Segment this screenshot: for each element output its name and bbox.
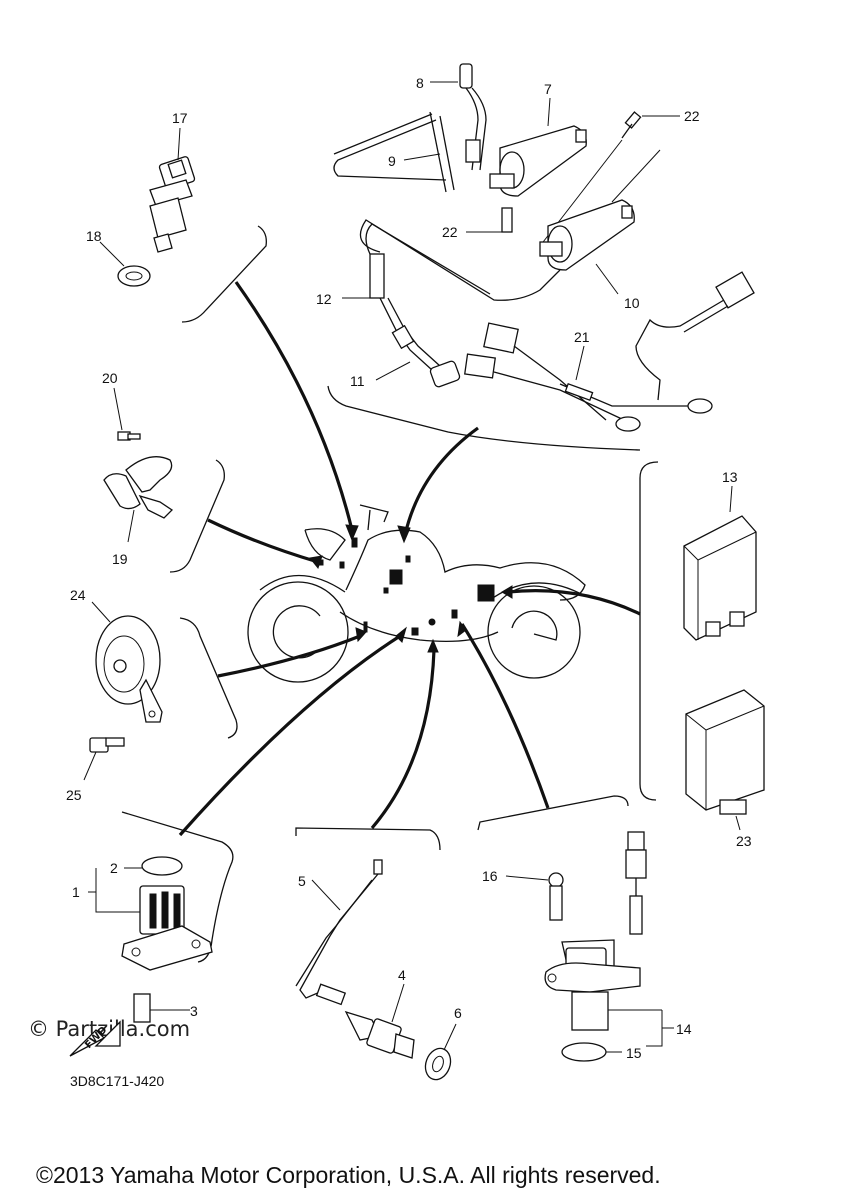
- part-4-o2-sensor: [315, 983, 415, 1059]
- part-12-lead-wire: [342, 219, 561, 301]
- part-7-ignition-coil: [489, 97, 587, 197]
- part-2-o-ring: [124, 856, 183, 876]
- part-label-9: 9: [388, 153, 396, 169]
- part-labels: 1 2 3 4 5 6 7 8 9 10 11 12 13 14 15 16 1…: [66, 75, 752, 1061]
- part-label-10: 10: [624, 295, 640, 311]
- part-label-22-top: 22: [684, 108, 700, 124]
- part-label-22-lower: 22: [442, 224, 458, 240]
- part-label-1: 1: [72, 884, 80, 900]
- part-label-3: 3: [190, 1003, 198, 1019]
- part-label-14: 14: [676, 1021, 692, 1037]
- diagram-code: 3D8C171-J420: [70, 1073, 164, 1089]
- part-label-19: 19: [112, 551, 128, 567]
- part-25-bolt: [83, 737, 125, 781]
- group-brackets: [121, 225, 659, 963]
- part-13-ecu: [683, 485, 757, 641]
- part-label-4: 4: [398, 967, 406, 983]
- part-20-bolt: [113, 387, 141, 441]
- part-17-thermo-sensor: [149, 127, 196, 253]
- part-label-16: 16: [482, 868, 498, 884]
- part-label-17: 17: [172, 110, 188, 126]
- leader-lines: [178, 281, 641, 837]
- part-label-8: 8: [416, 75, 424, 91]
- part-24-horn: [91, 601, 163, 723]
- part-label-13: 13: [722, 469, 738, 485]
- motorcycle-silhouette: [247, 504, 586, 683]
- part-label-11: 11: [350, 373, 365, 389]
- part-14-throttle-sensor: [544, 831, 674, 1047]
- part-label-24: 24: [70, 587, 86, 603]
- part-23-relay: [685, 689, 765, 831]
- part-1-speed-sensor: [88, 868, 213, 971]
- part-22-bolt-lower: [466, 207, 513, 233]
- part-15-o-ring: [561, 1042, 622, 1062]
- part-label-7: 7: [544, 81, 552, 97]
- part-label-15: 15: [626, 1045, 642, 1061]
- part-label-20: 20: [102, 370, 118, 386]
- part-label-12: 12: [316, 291, 332, 307]
- part-10-ignition-coil: [539, 149, 661, 295]
- part-16-screw: [505, 872, 564, 921]
- part-3-bolt: [133, 993, 190, 1023]
- part-11-plug-cap: [375, 297, 461, 388]
- part-18-washer: [99, 241, 151, 287]
- part-5-wire-lead: [295, 859, 383, 999]
- part-label-25: 25: [66, 787, 82, 803]
- part-label-5: 5: [298, 873, 306, 889]
- part-21-wire-harness: [464, 271, 755, 432]
- part-label-2: 2: [110, 860, 118, 876]
- part-9-lead-wire: [333, 87, 487, 193]
- part-8-plug-cap: [430, 63, 473, 89]
- copyright-text: ©2013 Yamaha Motor Corporation, U.S.A. A…: [36, 1162, 661, 1188]
- part-label-23: 23: [736, 833, 752, 849]
- part-label-21: 21: [574, 329, 590, 345]
- part-label-18: 18: [86, 228, 102, 244]
- part-label-6: 6: [454, 1005, 462, 1021]
- part-19-sensor: [103, 456, 174, 543]
- part-6-gasket: [424, 1023, 457, 1081]
